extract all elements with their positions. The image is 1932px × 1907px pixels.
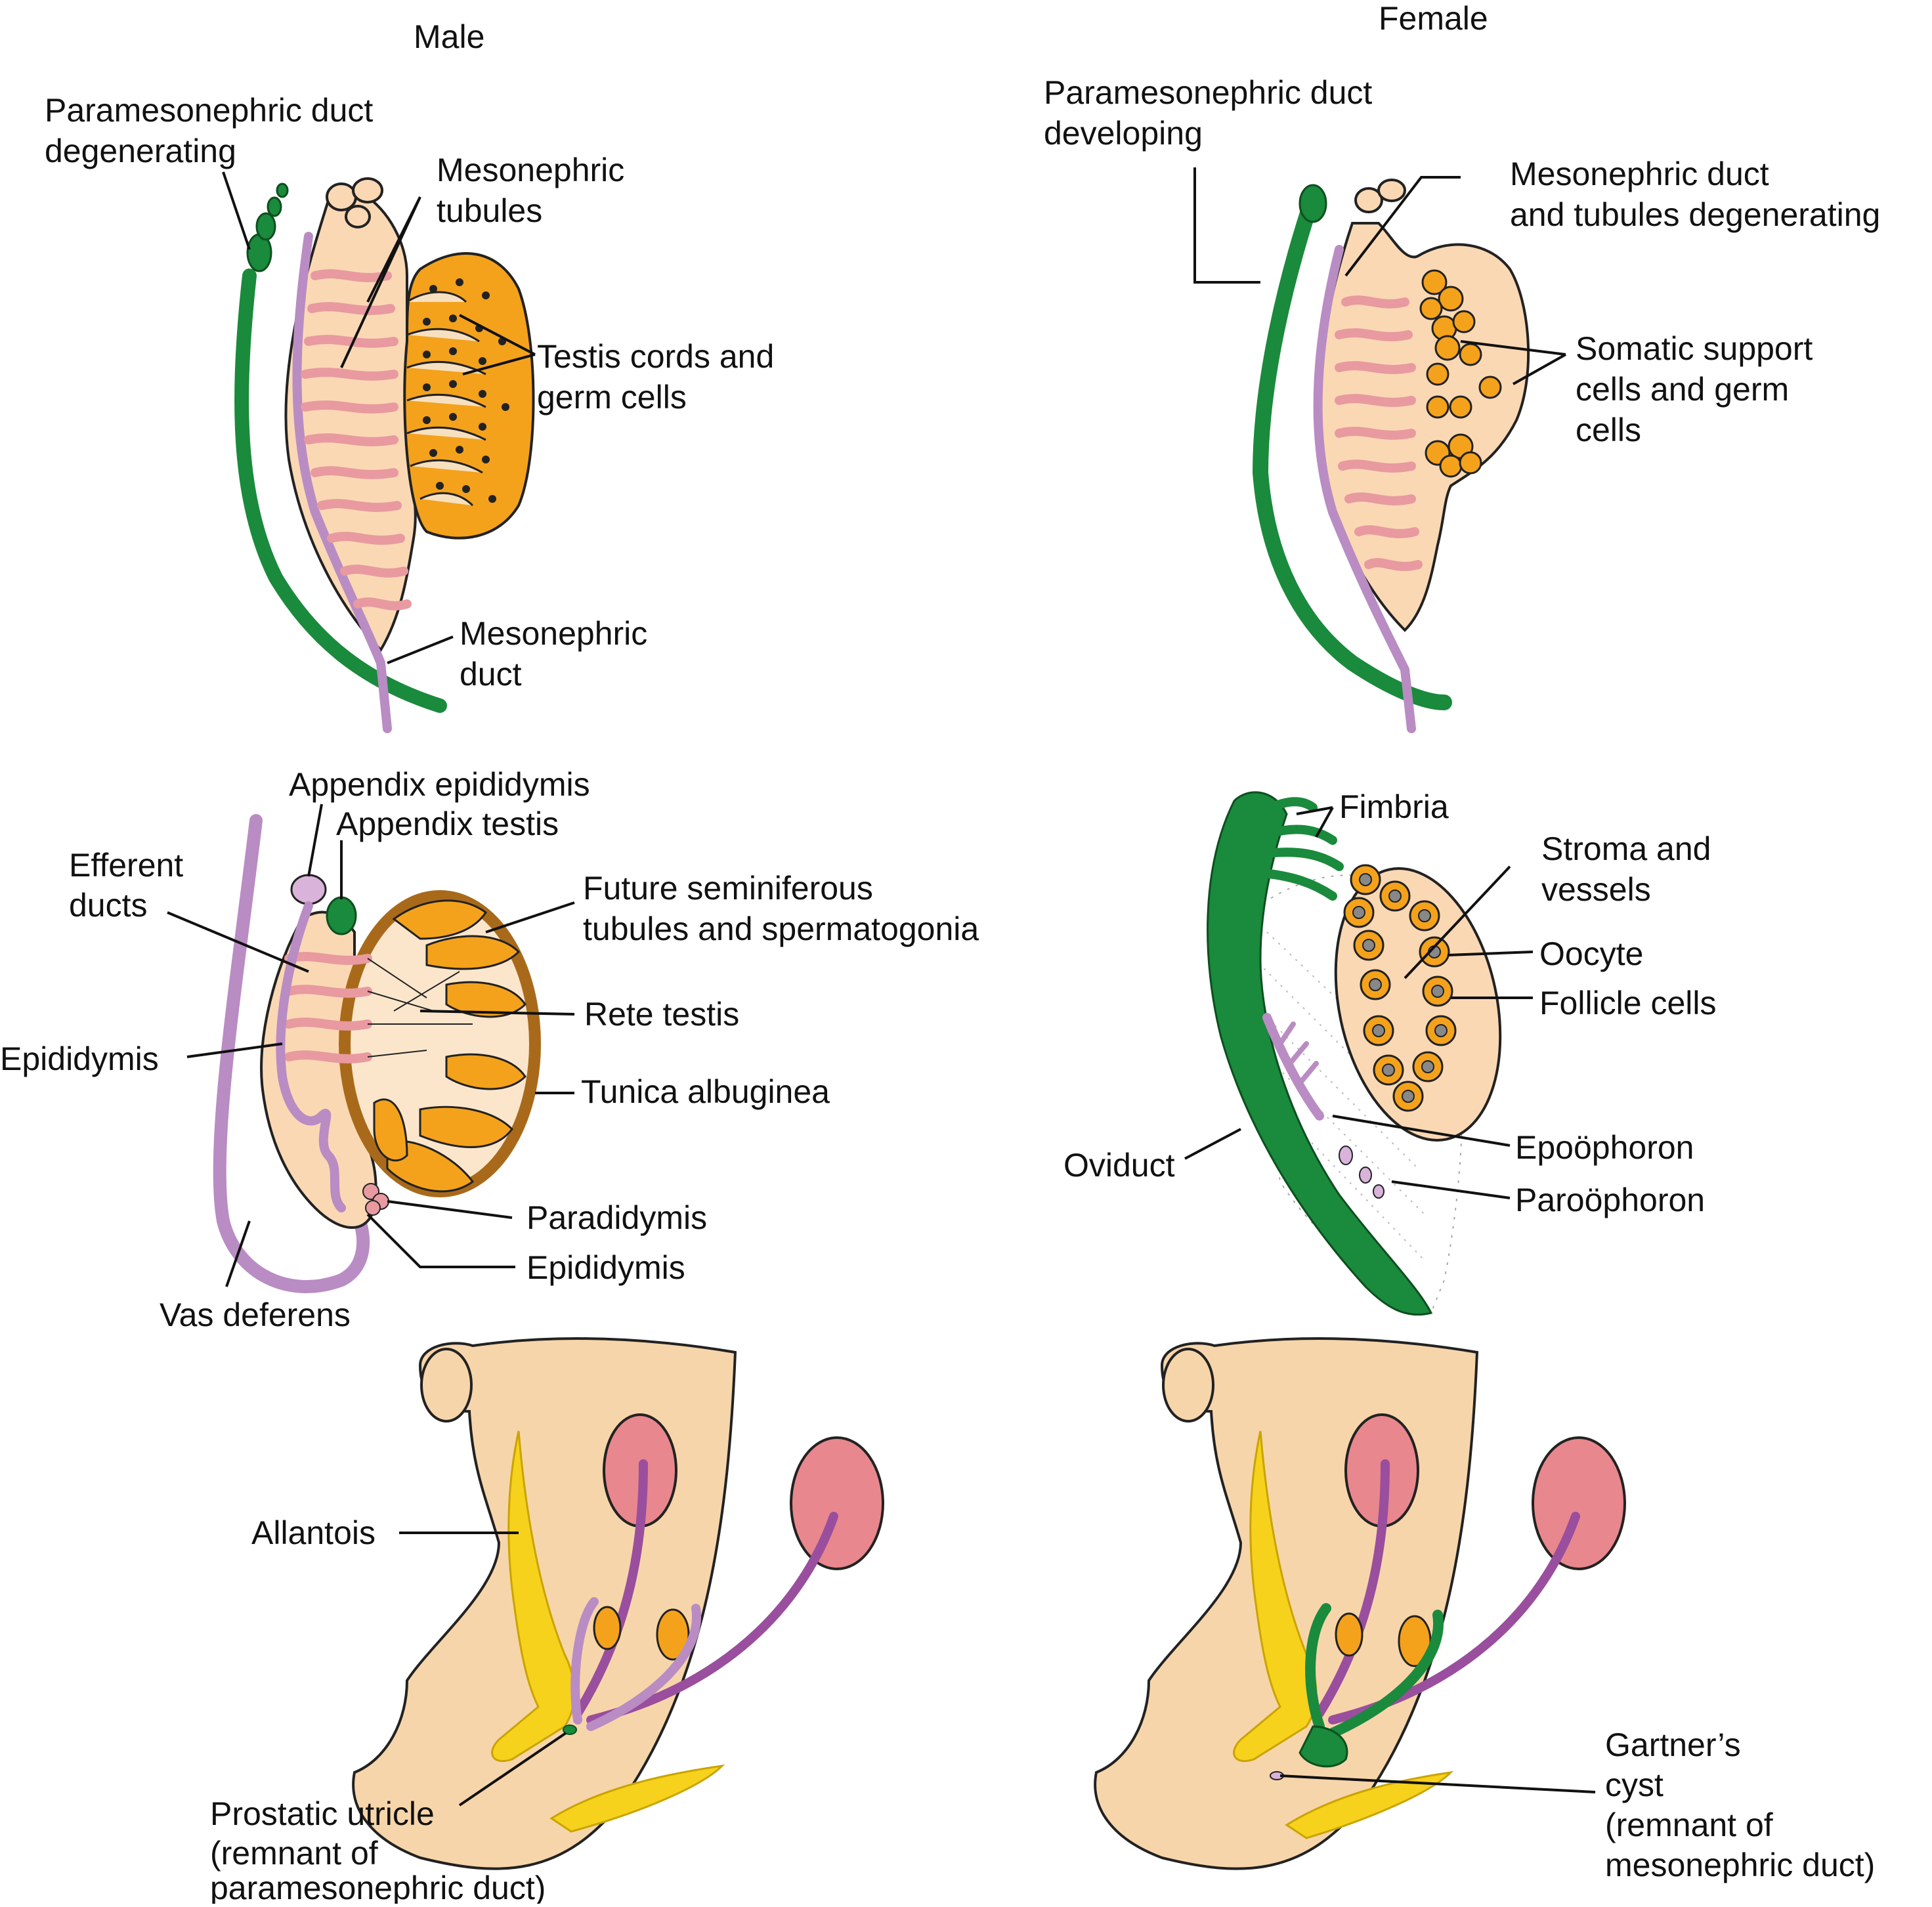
label-paroophoron: Paroöphoron	[1515, 1182, 1705, 1218]
appendix-testis	[326, 896, 357, 935]
duct-fragment	[255, 212, 276, 241]
mesonephric-tubules-male	[301, 269, 412, 611]
male-bottom-illustration	[352, 1337, 884, 1870]
label-oviduct: Oviduct	[1063, 1147, 1175, 1184]
ovary-left-bottom	[1335, 1612, 1363, 1657]
epididymis-coil	[276, 901, 346, 1212]
label-prostatic-1: Prostatic utricle	[210, 1795, 435, 1832]
allantois-stalk	[420, 1348, 473, 1423]
female-mid-illustration	[1184, 791, 1534, 1316]
label-gartner-2: cyst	[1605, 1767, 1664, 1803]
ureter-left-male	[573, 1459, 648, 1718]
label-testis-cords-1: Testis cords and	[537, 338, 774, 375]
label-future-1: Future seminiferous	[583, 870, 873, 907]
epoophoron	[1262, 1013, 1324, 1121]
label-follicle: Follicle cells	[1539, 985, 1717, 1021]
label-epoophoron: Epoöphoron	[1515, 1129, 1694, 1166]
vas-left-male	[570, 1597, 599, 1725]
label-paramesonephric-developing-2: developing	[1044, 115, 1203, 152]
fimbria	[1256, 797, 1344, 901]
label-mesonephric-duct-2: duct	[460, 656, 522, 693]
label-stroma-2: vessels	[1541, 871, 1651, 908]
label-appendix-testis: Appendix testis	[336, 805, 559, 842]
rete-testis	[367, 958, 473, 1058]
label-epididymis-bottom: Epididymis	[526, 1249, 685, 1286]
seminiferous-tubules	[373, 899, 526, 1193]
oviduct-left-bottom	[1305, 1603, 1331, 1732]
allantois	[491, 1430, 576, 1763]
testis-right-bottom	[656, 1608, 690, 1661]
male-header: Male	[414, 18, 484, 55]
female-bottom-illustration	[1094, 1337, 1626, 1870]
follicles	[1343, 864, 1457, 1112]
label-gartner-4: mesonephric duct)	[1605, 1847, 1875, 1883]
label-future-2: tubules and spermatogonia	[583, 911, 979, 947]
label-efferent-1: Efferent	[69, 847, 183, 884]
label-prostatic-3: paramesonephric duct)	[210, 1870, 546, 1904]
label-mesonephric-duct-1: Mesonephric	[460, 615, 647, 652]
label-mesonephric-degenerating-2: and tubules degenerating	[1510, 196, 1880, 233]
somatic-germ-cells	[1419, 269, 1502, 478]
uterus-bottom	[1299, 1725, 1348, 1768]
label-paradidymis: Paradidymis	[526, 1199, 707, 1236]
ureter-right-male	[586, 1512, 838, 1725]
female-top-illustration	[1193, 167, 1566, 733]
oviduct-right-bottom	[1327, 1610, 1444, 1738]
label-somatic-2: cells and germ	[1576, 371, 1789, 408]
label-prostatic-2: (remnant of	[210, 1835, 378, 1872]
label-gartner-1: Gartner’s	[1605, 1726, 1741, 1763]
appendix-epididymis	[290, 874, 327, 905]
label-rete-testis: Rete testis	[584, 996, 739, 1033]
urethra-male	[549, 1764, 725, 1833]
male-top-illustration	[222, 171, 536, 733]
kidney-right-male	[790, 1436, 884, 1570]
mesonephric-tubules-female	[1335, 295, 1423, 571]
label-paramesonephric-degenerating-2: degenerating	[45, 133, 236, 169]
vas-right-male	[586, 1604, 702, 1731]
label-epididymis-left: Epididymis	[0, 1040, 159, 1077]
label-gartner-3: (remnant of	[1605, 1807, 1773, 1843]
paroophoron	[1339, 1146, 1353, 1165]
duct-fragment	[276, 182, 289, 198]
label-somatic-3: cells	[1576, 412, 1641, 448]
mesonephric-duct-male	[292, 232, 392, 733]
label-oocyte: Oocyte	[1539, 935, 1643, 972]
vas-deferens	[213, 814, 370, 1293]
label-somatic-1: Somatic support	[1576, 330, 1813, 367]
ureter-left-female	[1315, 1459, 1390, 1718]
label-testis-cords-2: germ cells	[537, 379, 687, 416]
label-appendix-epididymis: Appendix epididymis	[289, 766, 590, 803]
label-efferent-2: ducts	[69, 887, 148, 924]
label-paramesonephric-developing-1: Paramesonephric duct	[1044, 74, 1372, 111]
urethra-female	[1285, 1770, 1454, 1839]
label-allantois: Allantois	[251, 1514, 376, 1551]
paramesonephric-duct-male	[234, 268, 447, 713]
allantois-female	[1233, 1430, 1318, 1763]
germ-cells-male	[423, 278, 509, 503]
paramesonephric-duct-female	[1252, 189, 1452, 710]
testis-left-bottom	[593, 1606, 622, 1650]
testis-cords	[406, 291, 486, 507]
mesonephric-duct-female	[1313, 245, 1416, 733]
label-tunica: Tunica albuginea	[581, 1073, 830, 1110]
prostatic-utricle	[563, 1725, 577, 1735]
duct-fragment	[267, 196, 282, 217]
female-header: Female	[1379, 0, 1488, 37]
label-vas-deferens: Vas deferens	[160, 1296, 351, 1333]
label-stroma-1: Stroma and	[1541, 830, 1711, 867]
label-mesonephric-degenerating-1: Mesonephric duct	[1510, 156, 1769, 192]
label-mesonephric-tubules-1: Mesonephric	[437, 152, 624, 188]
label-paramesonephric-degenerating-1: Paramesonephric duct	[45, 92, 373, 129]
kidney-right-female	[1532, 1436, 1626, 1570]
label-mesonephric-tubules-2: tubules	[437, 192, 542, 229]
male-mid-illustration	[167, 804, 575, 1293]
label-fimbria: Fimbria	[1339, 788, 1449, 825]
